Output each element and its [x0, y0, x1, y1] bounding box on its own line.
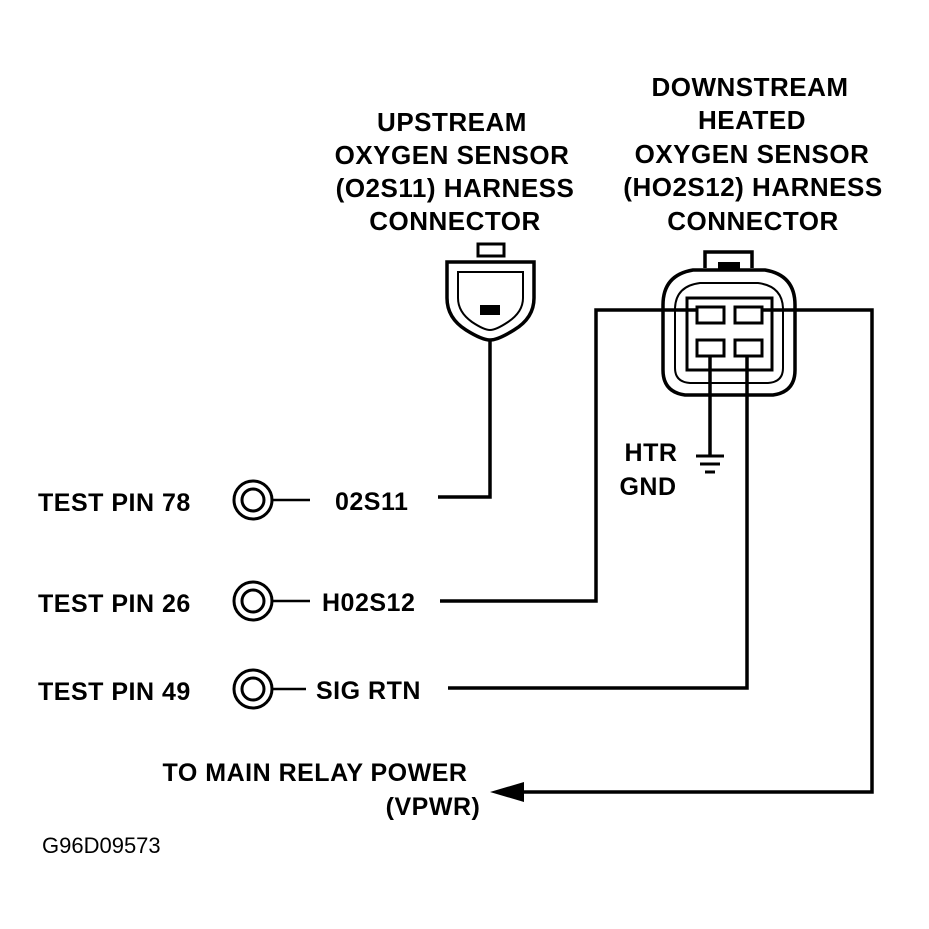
signal-label: 02S11	[335, 488, 408, 516]
power-label-line-2: (VPWR)	[386, 793, 481, 821]
test-pin-terminal	[232, 479, 274, 521]
signal-label: H02S12	[322, 589, 415, 617]
wires	[438, 308, 874, 794]
signal-label: SIG RTN	[316, 677, 421, 705]
test-pin-row-26: TEST PIN 26 H02S12	[38, 580, 415, 622]
downstream-connector-label: DOWNSTREAM HEATED OXYGEN SENSOR (HO2S12)…	[623, 72, 882, 236]
upstream-label-line-2: OXYGEN SENSOR	[335, 140, 570, 170]
downstream-label-line-2: HEATED	[698, 105, 806, 135]
ground-symbol	[696, 454, 724, 474]
test-pin-terminal	[232, 668, 274, 710]
downstream-label-line-4: (HO2S12) HARNESS	[623, 172, 882, 202]
ground-label-line-1: HTR	[625, 439, 678, 467]
test-pin-terminal	[232, 580, 274, 622]
downstream-label-line-3: OXYGEN SENSOR	[635, 139, 870, 169]
power-arrow-icon	[490, 782, 524, 802]
upstream-label-line-3: (O2S11) HARNESS	[336, 173, 575, 203]
upstream-label-line-4: CONNECTOR	[369, 206, 541, 236]
figure-code: G96D09573	[42, 833, 161, 858]
upstream-connector	[445, 242, 536, 342]
test-pin-row-49: TEST PIN 49 SIG RTN	[38, 668, 421, 710]
downstream-label-line-5: CONNECTOR	[667, 206, 839, 236]
test-pin-label: TEST PIN 78	[38, 489, 191, 517]
downstream-connector	[661, 250, 797, 397]
power-label-line-1: TO MAIN RELAY POWER	[163, 759, 468, 787]
upstream-connector-label: UPSTREAM OXYGEN SENSOR (O2S11) HARNESS C…	[335, 107, 575, 236]
test-pin-label: TEST PIN 26	[38, 590, 191, 618]
downstream-label-line-1: DOWNSTREAM	[651, 72, 848, 102]
test-pin-label: TEST PIN 49	[38, 678, 191, 706]
ground-label-line-2: GND	[619, 473, 676, 501]
test-pin-row-78: TEST PIN 78 02S11	[38, 479, 408, 521]
upstream-label-line-1: UPSTREAM	[377, 107, 527, 137]
